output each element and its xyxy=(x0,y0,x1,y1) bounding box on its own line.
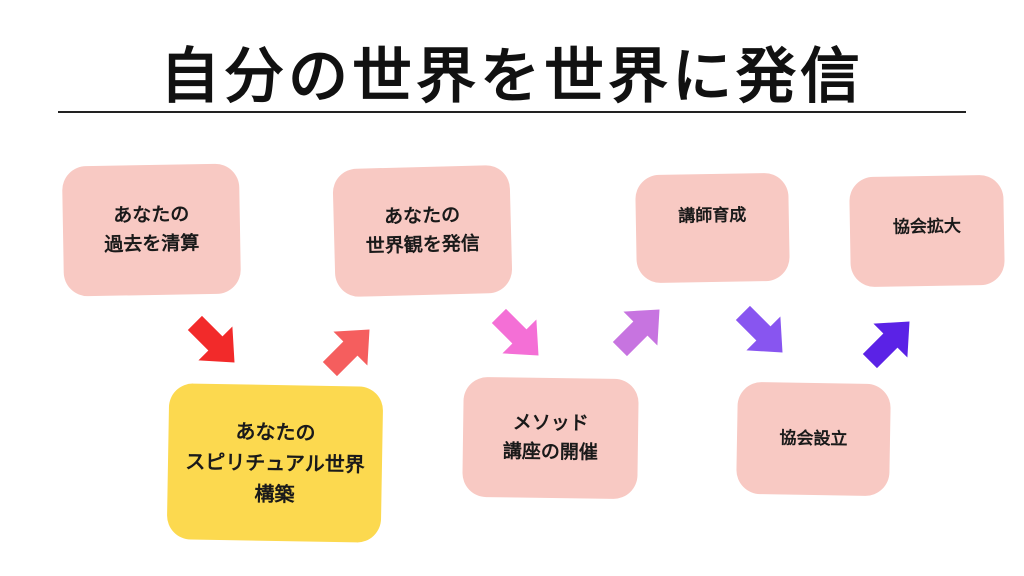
arrow-up-right-icon xyxy=(322,329,370,377)
step-spiritual-world-box: あなたの スピリチュアル世界 構築 xyxy=(166,383,384,543)
step-worldview-box: あなたの 世界観を発信 xyxy=(332,164,513,298)
arrow-down-right-icon xyxy=(187,315,235,363)
step-method-course-box: メソッド 講座の開催 xyxy=(462,376,639,500)
step-association-founding-box: 協会設立 xyxy=(736,381,891,497)
arrow-up-right-icon xyxy=(612,309,660,357)
step-association-expansion-box: 協会拡大 xyxy=(849,174,1005,288)
step-past-box: あなたの 過去を清算 xyxy=(61,163,242,297)
arrow-up-right-icon xyxy=(862,321,910,369)
page-title: 自分の世界を世界に発信 xyxy=(160,42,864,112)
arrow-down-right-icon xyxy=(735,305,783,353)
step-instructor-training-box: 講師育成 xyxy=(635,172,790,284)
title-underline xyxy=(58,111,966,113)
arrow-down-right-icon xyxy=(491,308,539,356)
